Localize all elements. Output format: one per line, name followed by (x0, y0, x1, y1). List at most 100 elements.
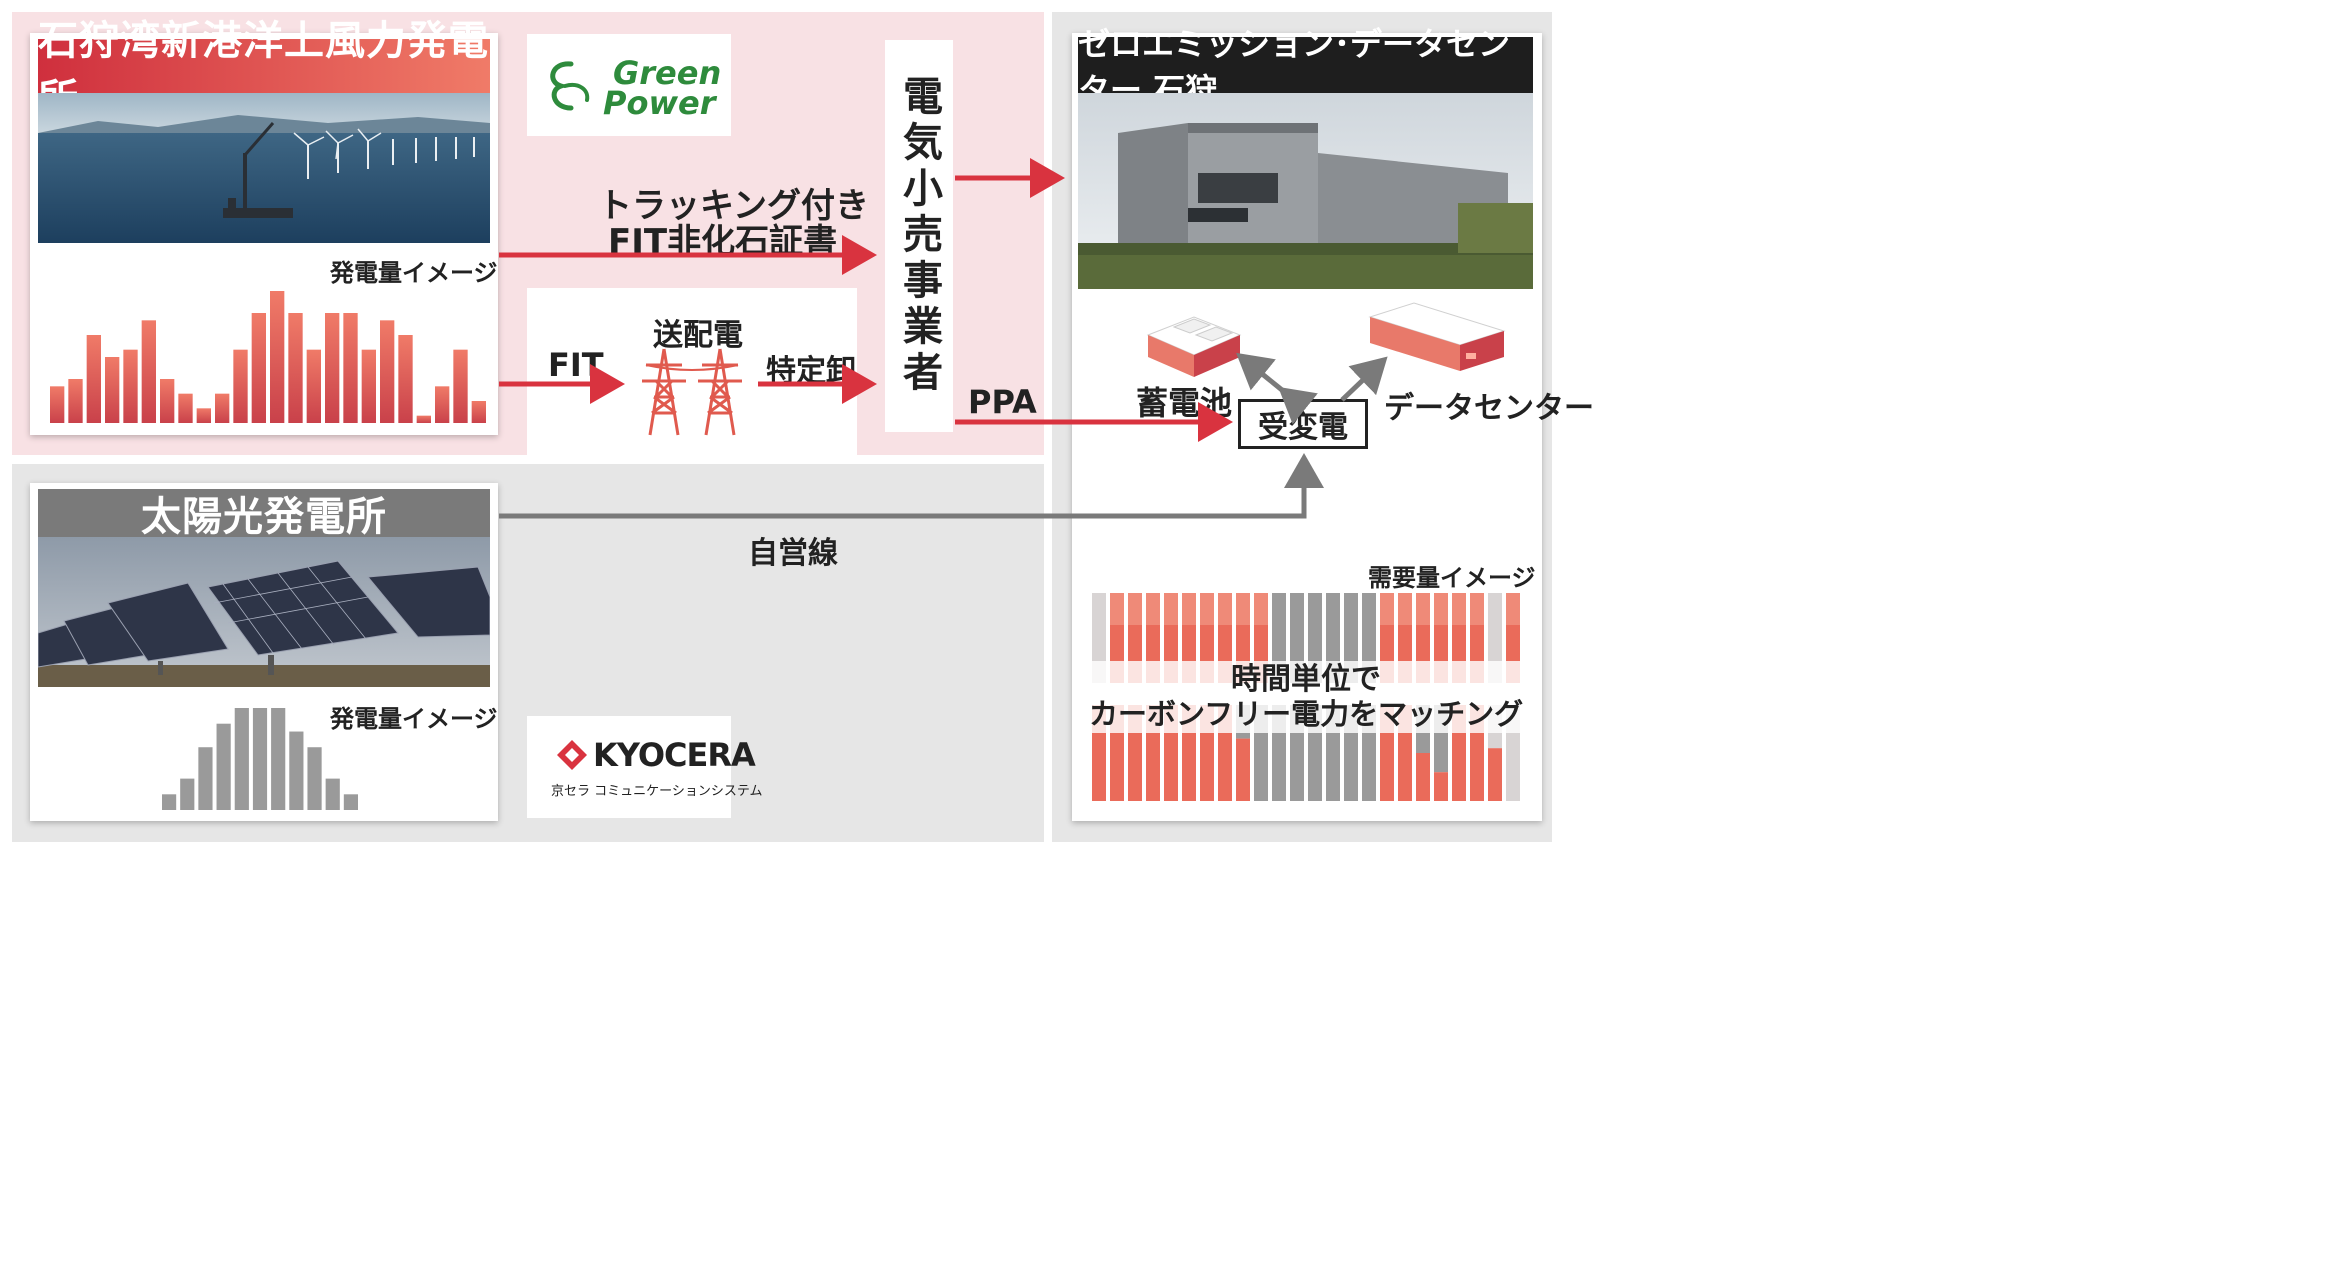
demand-bar-top (1506, 593, 1520, 625)
wind-bar (105, 357, 120, 423)
battery-arrow (1236, 352, 1318, 425)
kyocera-wordmark: KYOCERA (593, 736, 756, 774)
wind-bar (453, 349, 468, 423)
wind-bar (471, 401, 486, 423)
green-power-logo: Green Power (527, 34, 731, 136)
wind-bar (343, 313, 358, 423)
demand-bar-top (1290, 593, 1304, 625)
demand-bar-top (1434, 593, 1448, 625)
demand-bar-bottom (1488, 748, 1502, 801)
wind-bar (160, 379, 175, 423)
wind-bar (380, 320, 395, 423)
battery-icon (1146, 316, 1242, 377)
demand-bar-top (1344, 593, 1358, 625)
solar-generation-chart (162, 708, 358, 810)
kyocera-logo: KYOCERA 京セラ コミュニケーションシステム (527, 716, 762, 818)
green-power-text-1: Green (613, 54, 722, 92)
offshore-wind-card: 石狩湾新港洋上風力発電所 (30, 18, 498, 435)
demand-bar-top (1416, 593, 1430, 625)
solar-bar (325, 778, 340, 810)
datacenter-card: ゼロエミッション･データセンター 石狩 蓄電池 (1072, 25, 1594, 821)
solar-bar (252, 708, 268, 810)
solar-bar (234, 708, 249, 810)
demand-bar-top (1470, 593, 1484, 625)
datacenter-title: ゼロエミッション･データセンター 石狩 (1078, 25, 1533, 109)
electricity-retailer-box: 電気小売事業者 (885, 40, 953, 432)
demand-bar-top (1362, 593, 1376, 625)
solar-bar (307, 747, 322, 810)
tracking-label-1: トラッキング付き (598, 186, 869, 226)
transmission-tower-icon (642, 348, 742, 436)
solar-gen-label: 発電量イメージ (330, 705, 498, 733)
server-icon (1368, 302, 1506, 371)
wind-bar (68, 379, 83, 423)
wind-bar (196, 408, 211, 423)
wind-bar (215, 393, 230, 423)
transmission-label: 送配電 (653, 318, 743, 353)
ppa-label: PPA (968, 383, 1037, 421)
wind-bar (361, 349, 376, 423)
datacenter-label: データセンター (1384, 391, 1594, 426)
kyocera-subtitle: 京セラ コミュニケーションシステム (551, 784, 763, 799)
solar-title: 太陽光発電所 (38, 489, 490, 540)
private-line-label: 自営線 (748, 536, 838, 571)
demand-bar-top (1128, 593, 1142, 625)
wind-bar (288, 313, 303, 423)
offshore-generation-chart (50, 291, 486, 423)
green-power-swirl-icon (550, 61, 590, 111)
demand-overlay-line2: カーボンフリー電力をマッチング (1088, 697, 1524, 731)
wind-bar (416, 415, 431, 423)
solar-photo (38, 537, 490, 687)
private-line-arrow (499, 453, 1324, 519)
offshore-wind-photo (38, 93, 490, 243)
kyocera-mark-icon (557, 740, 587, 770)
demand-bar-top (1452, 593, 1466, 625)
solar-bar (162, 794, 177, 810)
wind-bar (233, 349, 248, 423)
demand-overlay-line1: 時間単位で (1231, 662, 1381, 697)
datacenter-arrow (1340, 356, 1388, 402)
demand-bar-top (1398, 593, 1412, 625)
demand-bar-top (1182, 593, 1196, 625)
offshore-gen-label: 発電量イメージ (330, 259, 498, 287)
demand-bar-top (1200, 593, 1214, 625)
solar-bar (216, 723, 231, 810)
wind-bar (178, 393, 193, 423)
demand-bar-top (1092, 593, 1106, 683)
demand-bar-bottom (1416, 753, 1430, 801)
demand-bar-top (1218, 593, 1232, 625)
green-power-text-2: Power (603, 84, 716, 122)
wind-bar (325, 313, 340, 423)
transmission-box (527, 288, 857, 455)
demand-bar-top (1488, 593, 1502, 683)
demand-overlay: 時間単位で カーボンフリー電力をマッチング (1088, 661, 1524, 733)
demand-bars-svg (1092, 593, 1520, 801)
solar-card: 太陽光発電所 (30, 483, 498, 821)
demand-bar-top (1164, 593, 1178, 625)
wind-bar (251, 313, 266, 423)
wind-bar (398, 335, 413, 423)
wind-bar (270, 291, 285, 423)
demand-bar-top (1380, 593, 1394, 625)
wind-bar (306, 349, 321, 423)
demand-bar-top (1110, 593, 1124, 625)
demand-bar-bottom (1236, 738, 1250, 801)
demand-bar-top (1272, 593, 1286, 625)
demand-bar-top (1326, 593, 1340, 625)
demand-bar-bottom (1434, 772, 1448, 801)
demand-bar-top (1146, 593, 1160, 625)
wind-bar (435, 386, 450, 423)
solar-bar (343, 794, 358, 810)
wind-bar (86, 335, 101, 423)
demand-bar-top (1308, 593, 1322, 625)
wind-bar (141, 320, 156, 423)
demand-chart (1090, 593, 1522, 801)
wind-bar (50, 386, 65, 423)
demand-bar-top (1254, 593, 1268, 625)
datacenter-photo (1078, 93, 1533, 289)
solar-bar (289, 731, 304, 810)
solar-bar (271, 708, 286, 810)
wind-bar (123, 349, 138, 423)
demand-bar-top (1236, 593, 1250, 625)
